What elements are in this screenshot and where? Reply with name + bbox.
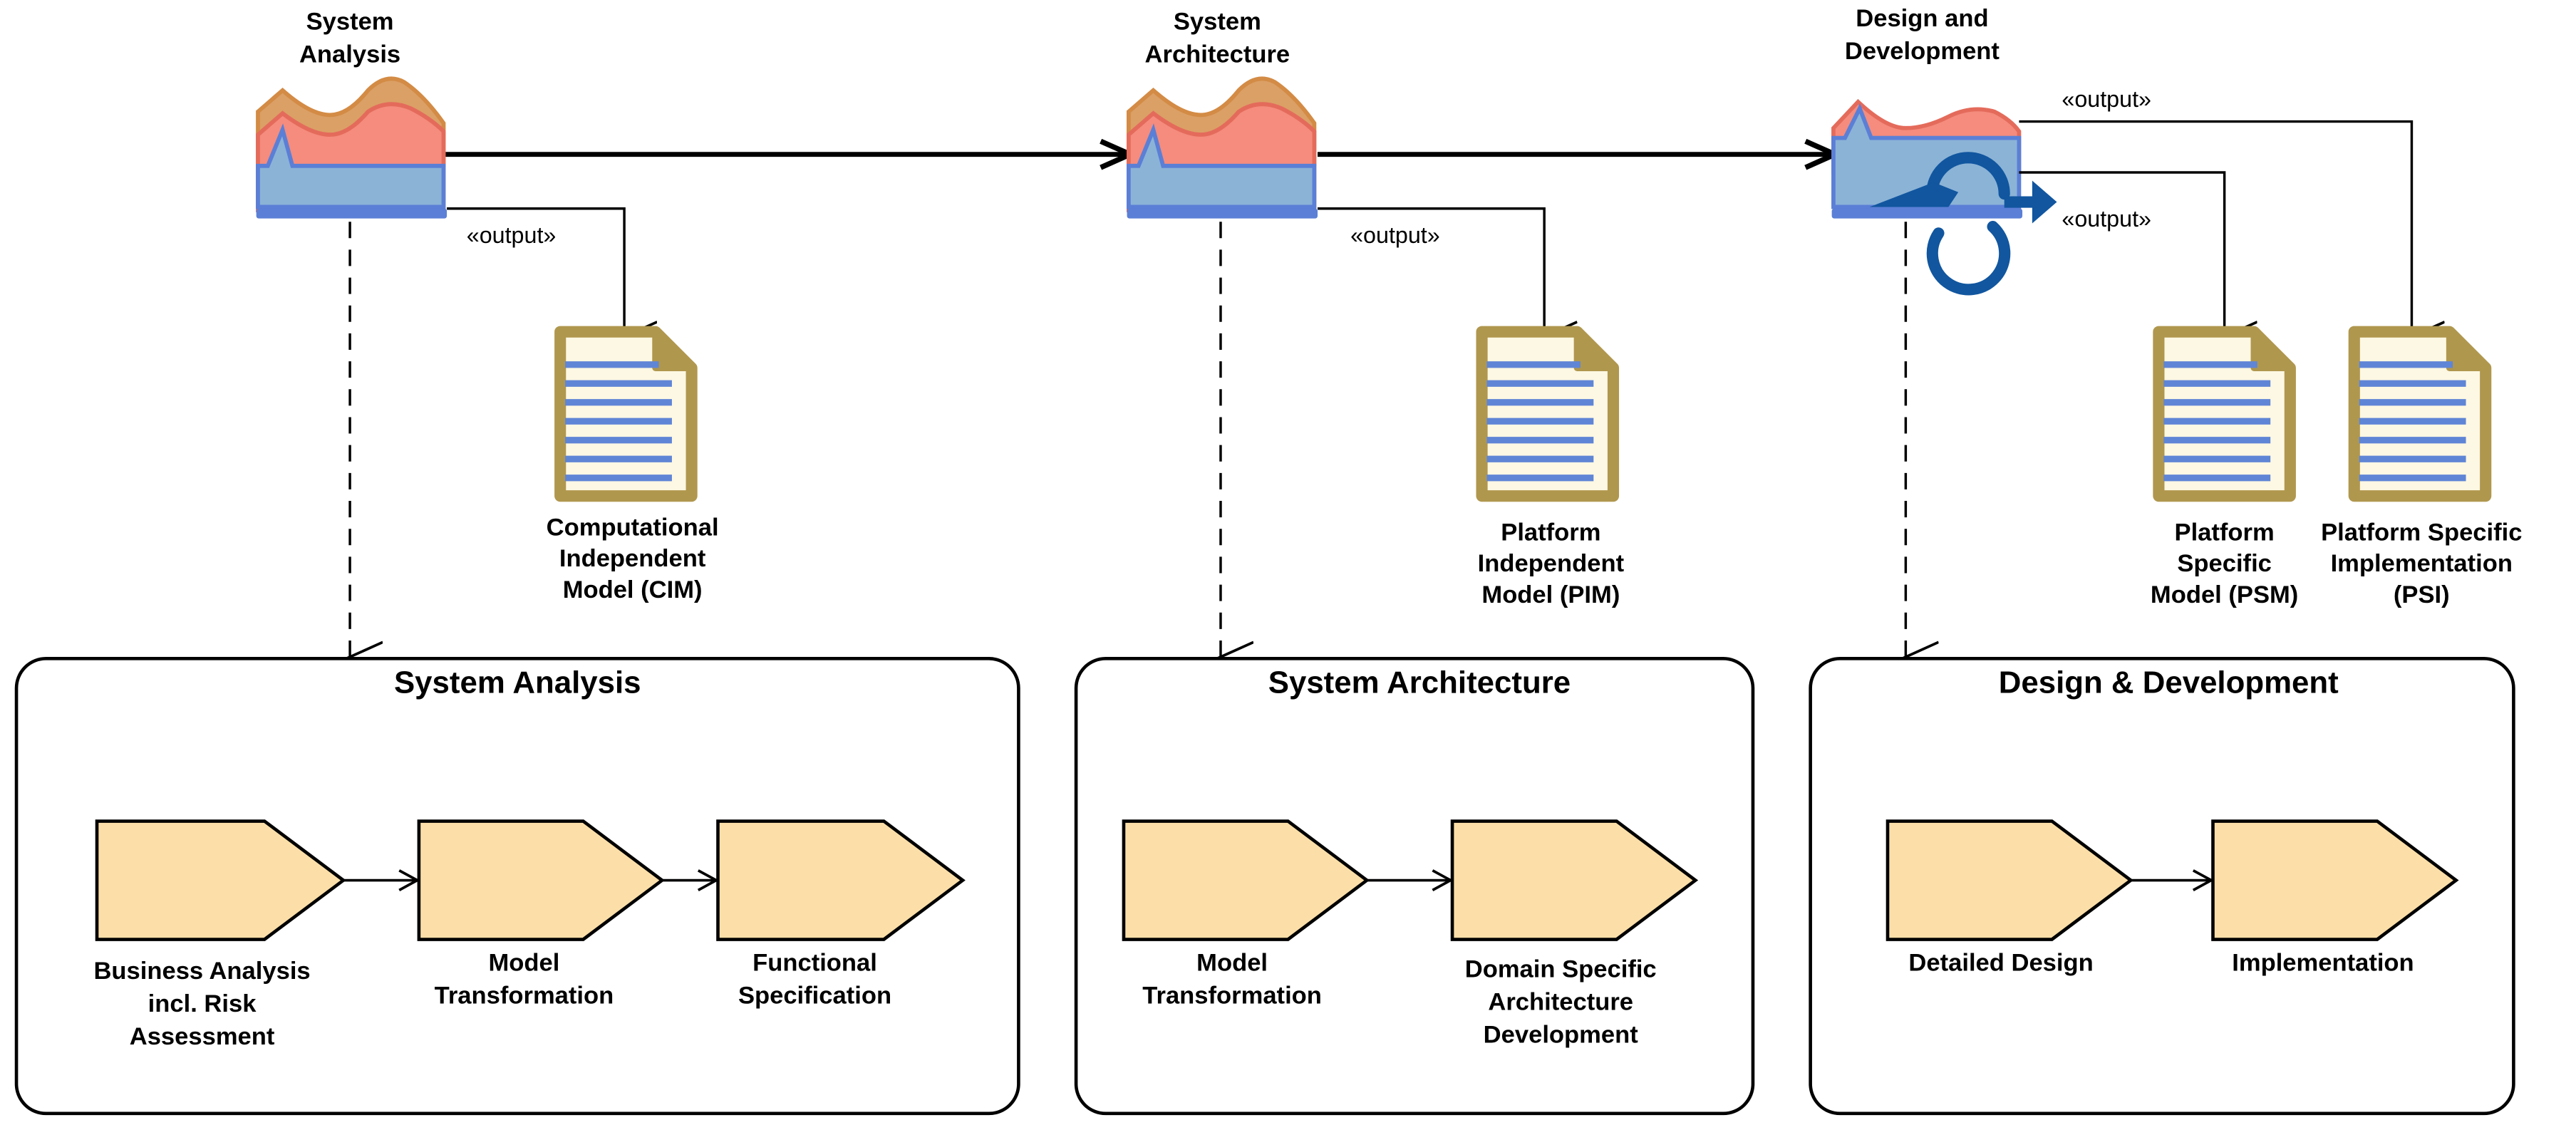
output-connector-cim [447, 207, 624, 337]
container-design-development[interactable]: Design & Development [1809, 657, 2515, 1116]
output-label-line: Independent [559, 545, 706, 572]
output-connector-psm [2019, 171, 2224, 337]
activity-label-line: Domain Specific [1465, 956, 1657, 983]
container-title: System Architecture [1268, 665, 1571, 700]
phase-system-analysis[interactable]: System Analysis [256, 8, 448, 219]
container-system-architecture[interactable]: System Architecture [1074, 657, 1755, 1116]
phase-title-line: Analysis [299, 41, 400, 68]
cycle-arrow-icon [1869, 152, 2057, 296]
activity-label-line: Specification [738, 982, 891, 1009]
activity-shape [417, 819, 665, 941]
activity-step[interactable]: Detailed Design [1886, 819, 2134, 977]
document-icon [1476, 326, 1620, 502]
output-label-line: Platform [2175, 519, 2275, 546]
phase-icon [256, 76, 448, 219]
output-label-line: Computational [547, 514, 719, 541]
output-connector-pim [1317, 207, 1544, 337]
activity-label-line: Model [489, 949, 560, 976]
output-label-line: Specific [2177, 550, 2272, 577]
output-stereotype: «output» [2062, 86, 2151, 112]
activity-label-line: Functional [752, 949, 877, 976]
iterative-phase-icon [1831, 98, 2057, 296]
activity-shape [716, 819, 966, 941]
activity-step[interactable]: Implementation [2211, 819, 2459, 977]
activity-label-line: Business Analysis [93, 958, 310, 985]
output-label-line: Model (CIM) [563, 576, 703, 603]
activity-label-line: Detailed Design [1908, 949, 2093, 976]
output-label-line: Model (PSM) [2151, 581, 2298, 608]
activity-label-line: Transformation [435, 982, 614, 1009]
output-label-line: (PSI) [2394, 581, 2450, 608]
phase-icon [1126, 76, 1318, 219]
activity-shape [2211, 819, 2459, 941]
output-stereotype: «output» [467, 222, 557, 248]
activity-shape [1122, 819, 1370, 941]
activity-shape [1450, 819, 1699, 941]
activity-label-line: Model [1196, 949, 1268, 976]
output-label-line: Independent [1478, 550, 1625, 577]
activity-label-line: Transformation [1142, 982, 1322, 1009]
activity-shape [1886, 819, 2134, 941]
output-label-line: Model (PIM) [1481, 581, 1620, 608]
phase-title-line: Architecture [1145, 41, 1290, 68]
output-stereotype: «output» [2062, 206, 2151, 232]
output-label-line: Implementation [2331, 550, 2513, 577]
document-icon [2348, 326, 2492, 502]
output-connector-psi [2019, 120, 2411, 337]
phase-title-line: System [306, 8, 394, 35]
activity-label-line: incl. Risk [148, 990, 257, 1017]
document-icon [554, 326, 698, 502]
phase-title-line: Development [1845, 38, 2000, 65]
activity-label-line: Assessment [130, 1023, 275, 1050]
output-label-line: Platform Specific [2321, 519, 2522, 546]
activity-label-line: Architecture [1488, 989, 1633, 1016]
phase-title-line: System [1174, 8, 1261, 35]
container-title: Design & Development [1999, 665, 2339, 700]
document-icon [2153, 326, 2296, 502]
output-label-line: Platform [1501, 519, 1600, 546]
phase-design-development[interactable]: Design and Development [1831, 5, 2057, 296]
activity-shape [95, 819, 346, 941]
output-stereotype: «output» [1350, 222, 1440, 248]
activity-label-line: Development [1484, 1022, 1639, 1049]
container-title: System Analysis [394, 665, 641, 700]
activity-label-line: Implementation [2232, 949, 2414, 976]
phase-title-line: Design and [1856, 5, 1988, 32]
phase-system-architecture[interactable]: System Architecture [1126, 8, 1318, 219]
